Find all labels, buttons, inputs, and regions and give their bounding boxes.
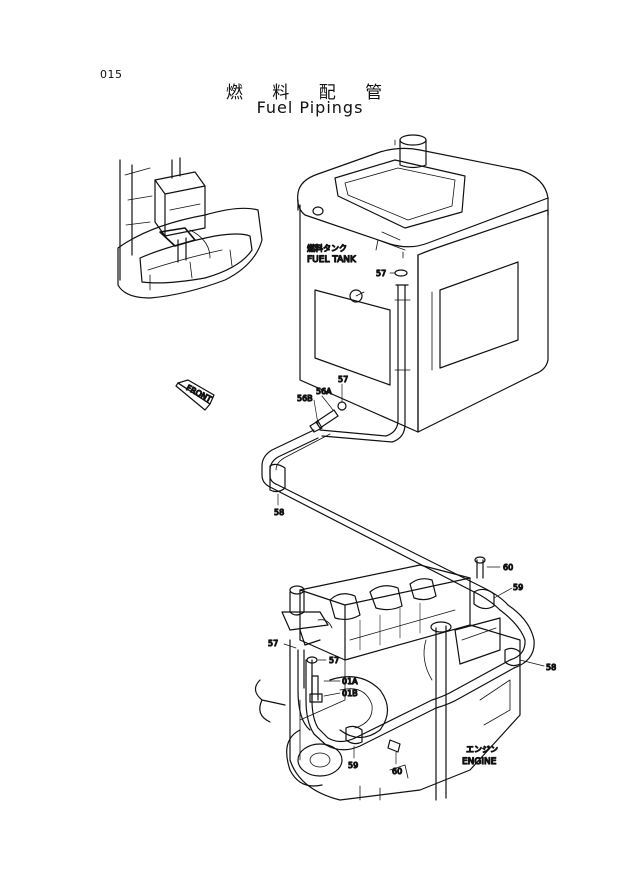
front-arrow <box>175 379 215 411</box>
leader-57-eng-left <box>283 643 297 649</box>
fuel-tank-label-en: FUEL TANK <box>307 255 357 265</box>
callout-60-top: 60 <box>503 563 513 572</box>
fuel-tank-label-jp: 燃料タンク <box>307 243 347 253</box>
fuel-line-main <box>261 429 535 669</box>
part-60-bolt-top <box>474 556 501 579</box>
callout-56B: 56B <box>297 394 313 403</box>
part-60-bolt-bottom <box>387 739 401 765</box>
callout-57-eng: 57 <box>329 656 339 665</box>
fuel-line-engine <box>297 649 515 751</box>
callout-57-tank: 57 <box>376 269 386 278</box>
part-58-clamp-left <box>269 463 286 506</box>
callout-57-mid: 57 <box>338 375 348 384</box>
tank-pipe <box>319 284 411 443</box>
callout-01A: 01A <box>342 677 358 686</box>
page-number: 015 <box>100 68 123 81</box>
part-58-clamp-right <box>504 647 545 667</box>
engine-label-jp: エンジン <box>466 745 498 754</box>
callout-58-left: 58 <box>274 508 284 517</box>
engine-label-en: ENGINE <box>462 757 497 767</box>
callout-56A: 56A <box>316 387 332 396</box>
machine-overview <box>117 157 263 299</box>
part-01-hoses <box>309 675 341 703</box>
callout-59-bottom: 59 <box>348 761 358 770</box>
part-57-washer-engine <box>306 656 327 664</box>
callout-59-top: 59 <box>513 583 523 592</box>
title-japanese: 燃 料 配 管 <box>225 83 395 103</box>
callout-57-eng-left: 57 <box>268 639 278 648</box>
engine <box>254 564 521 801</box>
callout-01B: 01B <box>342 689 358 698</box>
part-59-clamp-bottom <box>345 725 363 759</box>
part-59-clamp-top <box>473 587 513 610</box>
part-57-washer-top <box>389 269 408 277</box>
callout-58-right: 58 <box>546 663 556 672</box>
title-english: Fuel Pipings <box>256 98 364 117</box>
fuel-tank <box>297 134 549 433</box>
callout-60-bottom: 60 <box>392 767 402 776</box>
part-56-fittings <box>309 383 347 433</box>
